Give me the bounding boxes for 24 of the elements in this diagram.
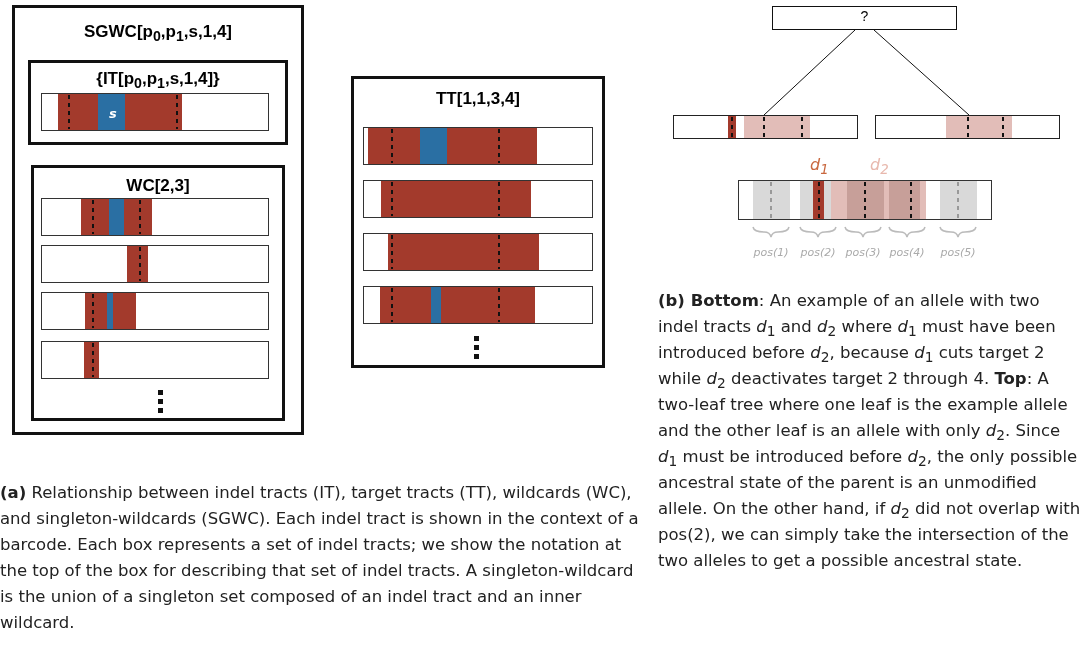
- notation-title: TT[1,1,3,4]: [435, 89, 521, 109]
- set-box: [28, 60, 288, 145]
- notation-title: {IT[p$_{0}$,p$_{1}$,s,1,4]}: [96, 69, 220, 89]
- leaf-barcode: [673, 115, 858, 139]
- tree-branch-line: [763, 29, 856, 116]
- node-label: ?: [860, 8, 869, 24]
- set-box: [31, 165, 285, 421]
- position-label: pos(1): [752, 246, 790, 259]
- tract-label: d$_{2}$: [870, 155, 889, 174]
- set-box: [12, 5, 304, 435]
- leaf-barcode: [875, 115, 1060, 139]
- set-box: [351, 76, 605, 368]
- tree-node-box: [772, 6, 957, 30]
- caption-paragraph: (b) Bottom: An example of an allele with two indel tracts d$_{1}$ and d$_{2}$ where d$_{1}$ must have been introduced before d$_{2}$, because d$_{1}$ cuts target 2 while d$_{2}$ deactivates target 2 through 4. Top: A two-leaf tree where one leaf is the example allele and the other leaf is an allele with only d$_{2}$. Since d$_{1}$ must be introduced before d$_{2}$, the only possible ancestral state of the parent is an unmodified allele. On the other hand, if d$_{2}$ did not overlap with pos(2), we can simply take the intersection of the two alleles to get a possible ancestral state.: [658, 290, 1082, 572]
- segment-label: s: [109, 106, 117, 121]
- notation-title: WC[2,3]: [126, 176, 190, 196]
- caption-paragraph: (a) Relationship between indel tracts (IT), target tracts (TT), wildcards (WC), and singleton-wildcards (SGWC). Each indel tract is shown in the context of a barcode. Each box represents a set of indel tracts; we show the notation at the top of the box for describing that set of indel tracts. A singleton-wildcard is the union of a singleton set composed of an indel tract and an inner wildcard.: [0, 482, 640, 634]
- tree-branch-line: [873, 29, 970, 116]
- notation-title: SGWC[p$_{0}$,p$_{1}$,s,1,4]: [84, 22, 232, 42]
- tract-label: d$_{1}$: [810, 155, 829, 174]
- position-label: pos(5): [939, 246, 977, 259]
- position-label: pos(4): [888, 246, 926, 259]
- position-label: pos(2): [799, 246, 837, 259]
- position-label: pos(3): [844, 246, 882, 259]
